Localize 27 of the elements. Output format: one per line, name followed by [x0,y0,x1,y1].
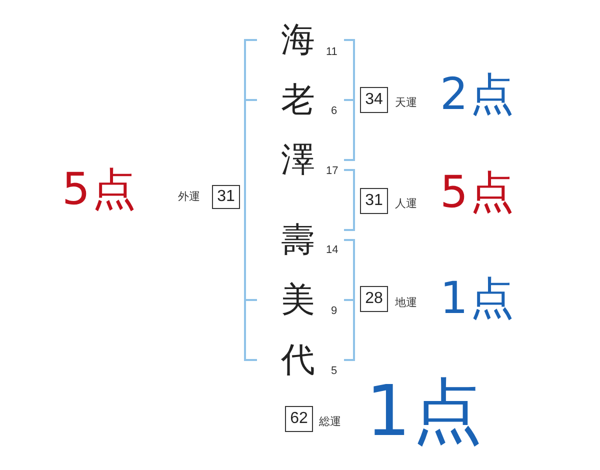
score-text: 5点 [62,168,138,212]
stroke-total-box: 34 [360,87,388,113]
name-character: 代 [281,343,315,377]
score-text: 2点 [440,73,516,117]
name-character: 壽 [281,223,315,257]
fortune-label: 外運 [178,191,200,202]
name-character: 老 [281,83,315,117]
stroke-total-box: 62 [285,406,313,432]
stroke-count: 5 [331,366,338,377]
score-text: 1点 [366,376,485,446]
name-character: 海 [281,23,315,57]
stroke-total-box: 28 [360,286,388,312]
fortune-label: 天運 [395,97,417,108]
stroke-total-box: 31 [212,185,240,209]
stroke-count: 11 [326,47,338,58]
stroke-count: 17 [326,166,338,177]
score-text: 1点 [440,277,516,321]
stroke-total-box: 31 [360,188,388,214]
stroke-count: 14 [326,245,338,256]
fortune-label: 総運 [319,416,341,427]
stroke-count: 6 [331,106,338,117]
name-character: 澤 [281,143,315,177]
score-text: 5点 [440,171,516,215]
fortune-label: 地運 [395,297,417,308]
name-character: 美 [281,283,315,317]
stroke-count: 9 [331,306,338,317]
fortune-label: 人運 [395,198,417,209]
